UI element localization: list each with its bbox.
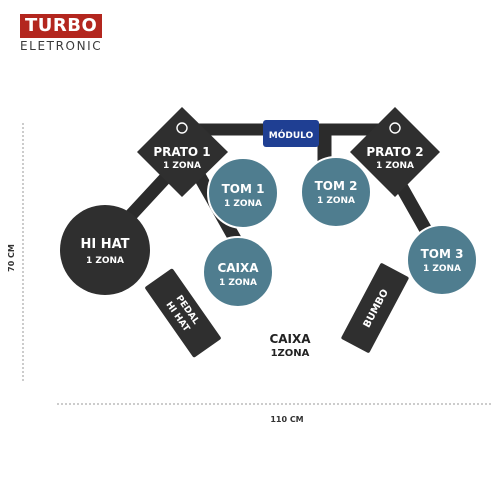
caixa-pad: CAIXA 1 ZONA <box>202 236 274 308</box>
width-dimension-label: 110 CM <box>270 415 303 424</box>
caixa-zone: 1 ZONA <box>219 278 257 288</box>
prato2-pad: PRATO 2 1 ZONA <box>350 107 440 197</box>
tom1-name: TOM 1 <box>222 182 265 196</box>
tom3-circle <box>406 224 478 296</box>
height-dimension-label: 70 CM <box>7 244 16 272</box>
prato1-mount-hole <box>176 122 188 134</box>
tom1-pad: TOM 1 1 ZONA <box>207 157 279 229</box>
hihat-zone: 1 ZONA <box>86 256 124 266</box>
prato2-diamond <box>350 107 440 197</box>
caixa-circle <box>202 236 274 308</box>
brand-name: TURBO <box>20 14 103 38</box>
module-label: MÓDULO <box>269 129 314 141</box>
pedal-body <box>145 268 221 358</box>
prato2-name: PRATO 2 <box>366 145 423 159</box>
tom1-zone: 1 ZONA <box>224 199 262 209</box>
prato2-mount-hole <box>389 122 401 134</box>
height-dimension: 70 CM <box>7 123 24 383</box>
hihat-circle <box>60 205 150 295</box>
prato1-pad: PRATO 1 1 ZONA <box>137 107 228 197</box>
width-dimension: 110 CM <box>57 403 492 424</box>
bumbo-body <box>341 263 409 353</box>
caixa-name: CAIXA <box>217 261 259 275</box>
tom2-zone: 1 ZONA <box>317 196 355 206</box>
hihat-name: HI HAT <box>80 237 129 252</box>
tom3-pad: TOM 3 1 ZONA <box>406 224 478 296</box>
tom3-zone: 1 ZONA <box>423 264 461 274</box>
tom3-name: TOM 3 <box>421 247 464 261</box>
caixa-note-zone: 1ZONA <box>271 348 310 359</box>
prato1-name: PRATO 1 <box>153 145 210 159</box>
module-unit: MÓDULO <box>263 120 319 147</box>
tom2-pad: TOM 2 1 ZONA <box>300 156 372 228</box>
brand-subtitle: ELETRONIC <box>20 39 103 53</box>
prato1-zone: 1 ZONA <box>163 161 201 171</box>
brand-logo: TURBO ELETRONIC <box>20 14 103 53</box>
module-box <box>263 120 319 147</box>
prato1-diamond <box>137 107 228 197</box>
caixa-note-name: CAIXA <box>269 332 311 346</box>
hihat-pad: HI HAT 1 ZONA <box>60 205 150 295</box>
tom2-circle <box>300 156 372 228</box>
prato2-zone: 1 ZONA <box>376 161 414 171</box>
bumbo-pedal: BUMBO <box>341 263 409 353</box>
tom1-circle <box>207 157 279 229</box>
tom2-name: TOM 2 <box>315 179 358 193</box>
